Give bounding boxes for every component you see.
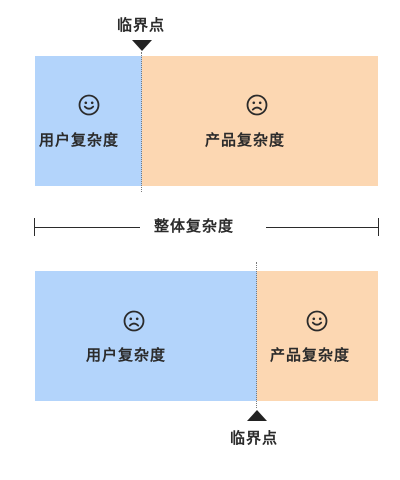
top-threshold-marker — [132, 40, 152, 51]
bottom-product-complexity-label: 产品复杂度 — [270, 346, 351, 364]
top-product-complexity-label: 产品复杂度 — [205, 131, 286, 149]
top-product-complexity-block: 产品复杂度 — [142, 56, 378, 186]
frown-icon — [246, 94, 268, 116]
bottom-user-complexity-block: 用户复杂度 — [35, 271, 257, 401]
smile-icon — [306, 310, 328, 332]
total-range-left-line — [34, 227, 140, 228]
top-user-complexity-label: 用户复杂度 — [39, 131, 120, 149]
top-user-complexity-block: 用户复杂度 — [35, 56, 142, 186]
bottom-threshold-line — [256, 262, 257, 408]
bottom-user-complexity-label: 用户复杂度 — [86, 346, 167, 364]
bottom-threshold-marker — [247, 410, 267, 421]
smile-icon — [78, 94, 100, 116]
frown-icon — [123, 310, 145, 332]
bottom-threshold-label: 临界点 — [230, 429, 279, 447]
total-range-right-line — [266, 227, 378, 228]
total-complexity-label: 整体复杂度 — [154, 217, 235, 235]
bottom-product-complexity-block: 产品复杂度 — [257, 271, 378, 401]
total-range-right-tick — [378, 218, 379, 236]
top-threshold-line — [141, 52, 142, 192]
top-threshold-label: 临界点 — [117, 16, 166, 34]
